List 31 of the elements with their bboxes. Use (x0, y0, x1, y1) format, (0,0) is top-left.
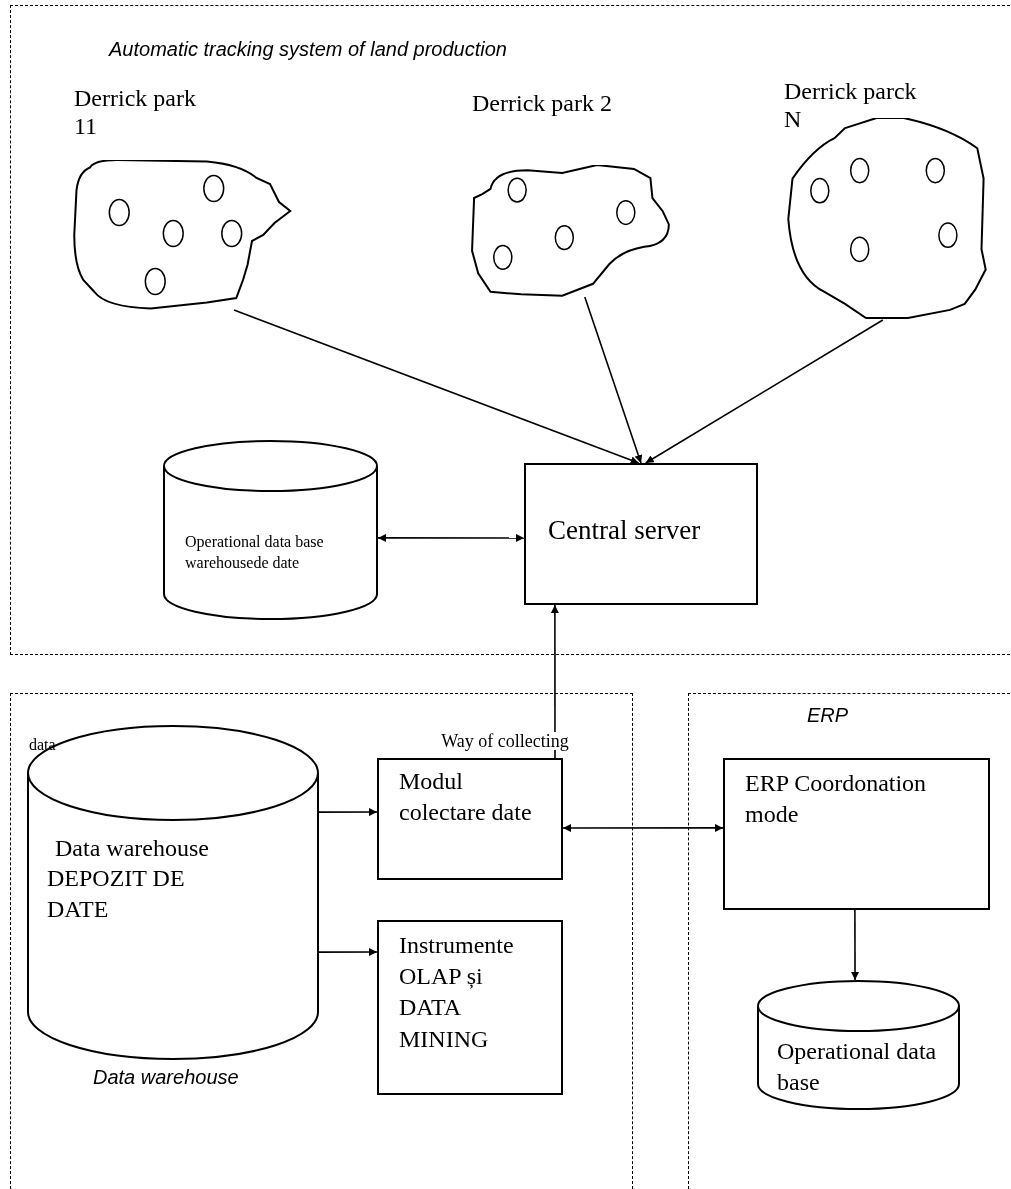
node-label: Data warehouse (55, 834, 210, 863)
group-title: Automatic tracking system of land production (109, 37, 507, 62)
arrow (318, 948, 378, 957)
dashed-group-frame (10, 5, 1010, 655)
park-label: Derrick park 2 (472, 90, 613, 118)
dashed-group-frame (10, 693, 633, 1189)
process-box (723, 758, 990, 910)
arrow (550, 604, 559, 759)
park-label: Derrick parck N (784, 78, 918, 134)
process-box (377, 758, 563, 880)
process-box (377, 920, 563, 1095)
arrow (851, 909, 860, 981)
process-box (524, 463, 758, 605)
node-label: Central server (548, 514, 702, 547)
node-label: Operational data base (777, 1037, 938, 1098)
arrow (644, 319, 884, 464)
node-label: data (29, 735, 57, 755)
arrow (233, 309, 640, 464)
arrow (562, 823, 724, 832)
park-label: Derrick park 11 (74, 85, 197, 141)
group-title: Data warehouse (93, 1065, 239, 1090)
node-label: DEPOZIT DE DATE (47, 864, 186, 925)
node-label: ERP Coordonation mode (745, 769, 928, 830)
node-label: Modul colectare date (399, 767, 533, 828)
node-label: Operational data base warehousede date (185, 532, 325, 573)
dashed-group-frame (688, 693, 1010, 1189)
arrow (318, 808, 378, 817)
group-title: ERP (807, 703, 849, 728)
arrow (584, 296, 643, 464)
node-label: Instrumente OLAP și DATA MINING (399, 931, 515, 1054)
arrow (377, 533, 525, 542)
